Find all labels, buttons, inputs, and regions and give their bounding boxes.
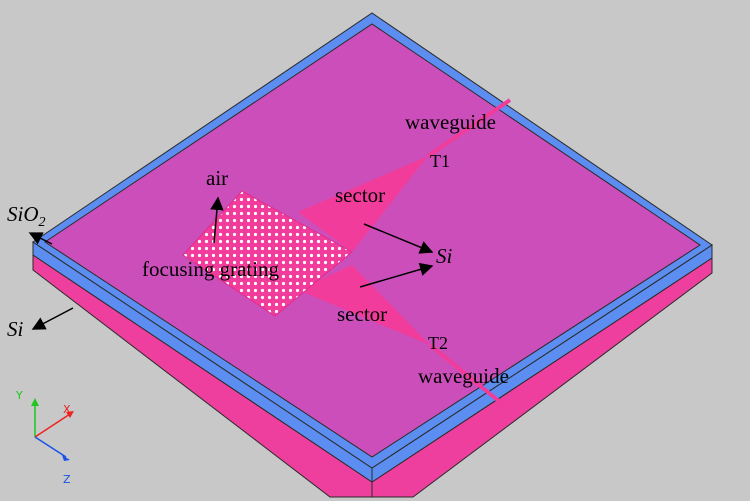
text-labels: waveguide T1 air sector Si SiO2 focusing… [7, 110, 509, 388]
waveguide-top [426, 98, 512, 158]
annotation-arrows [28, 196, 434, 330]
axis-x-label: X [63, 403, 71, 416]
label-sio2: SiO2 [7, 202, 46, 230]
focusing-grating [182, 190, 353, 317]
sector-top [298, 156, 428, 252]
top-slab [32, 12, 713, 469]
label-sector-top: sector [335, 183, 385, 207]
sector-bottom [298, 265, 430, 345]
axis-y-arrow [31, 398, 39, 406]
label-t2: T2 [428, 333, 448, 353]
axis-y-label: Y [15, 389, 23, 402]
axis-triad: Y X Z [15, 389, 74, 486]
axis-x-line [34, 413, 71, 438]
label-waveguide-bottom: waveguide [418, 364, 509, 388]
label-si-right: Si [436, 244, 453, 268]
axis-z-arrow [62, 455, 70, 461]
label-t1: T1 [430, 151, 450, 171]
photonic-structure [182, 98, 512, 404]
waveguide-bottom [428, 343, 502, 404]
axis-z-line [34, 436, 67, 458]
label-sector-bottom: sector [337, 302, 387, 326]
label-air: air [206, 166, 228, 190]
label-focusing-grating: focusing grating [142, 257, 280, 281]
label-si-left: Si [7, 317, 24, 341]
axis-x-arrow [66, 411, 74, 418]
label-waveguide-top: waveguide [405, 110, 496, 134]
axis-z-label: Z [63, 473, 71, 486]
